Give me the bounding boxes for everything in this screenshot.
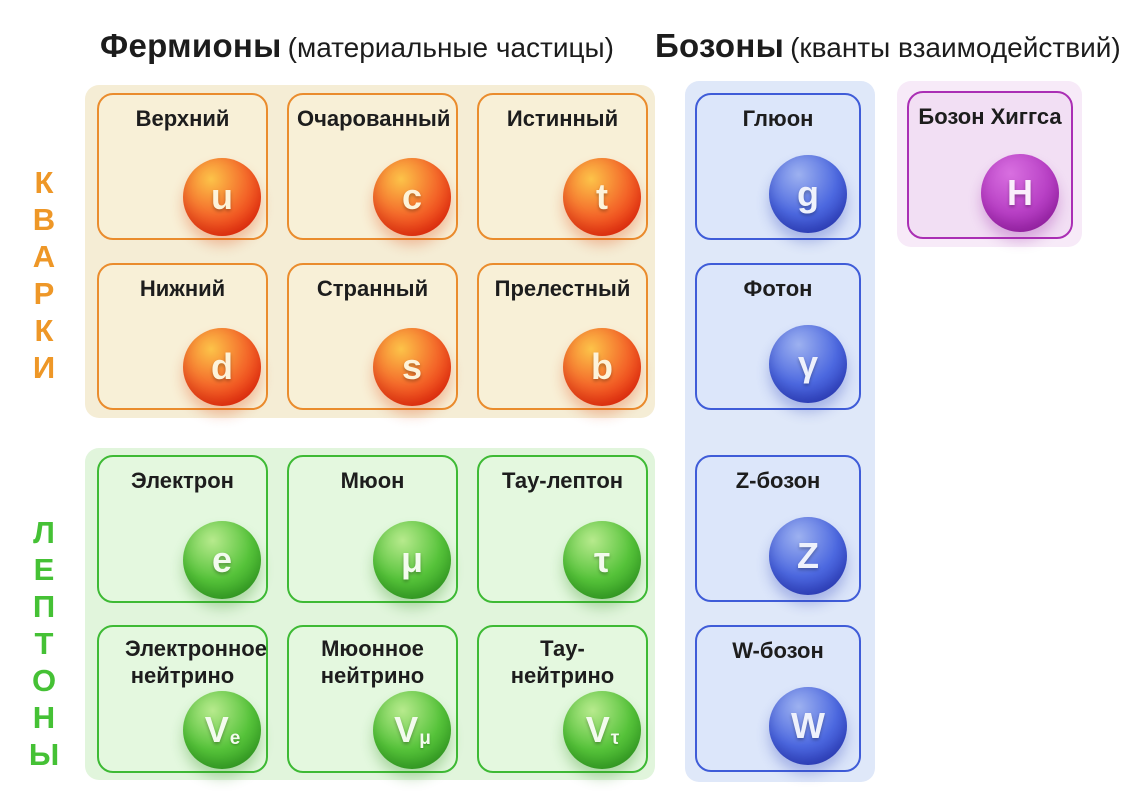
particle-symbol: g [797,173,819,214]
card-title: Прелестный [494,276,631,301]
particle-symbol: μ [400,539,424,580]
particle-symbol: γ [797,343,819,384]
particle-symbol-subscript: μ [419,728,431,749]
particle-symbol: τ [593,539,611,580]
bosons-column: Глюон g Фотон γ Z-бозон Z W-бозон W [695,93,861,772]
bosons-header-sub: (кванты взаимодействий) [790,32,1121,63]
higgs-panel: Бозон Хиггса H [897,81,1082,247]
card-title: Тау-лептон [501,468,624,493]
particle-symbol: d [211,346,233,387]
particle-sphere-e: e [183,521,261,599]
particle-sphere-s: s [373,328,451,406]
card-higgs-boson: Бозон Хиггса H [907,91,1073,239]
card-title: Странный [316,276,429,301]
bosons-header: Бозоны(кванты взаимодействий) [655,27,1121,65]
particle-symbol: t [596,176,608,217]
card-title: Нижний [139,276,226,301]
card-title: Фотон [743,276,813,301]
particle-sphere-t: t [563,158,641,236]
leptons-panel: Электрон e Мюон μ Тау-лептон τ Электронн… [85,448,655,780]
card-quark-charm: Очарованный c [287,93,458,240]
card-quark-down: Нижний d [97,263,268,410]
particle-symbol-subscript: τ [610,728,620,749]
card-boson-w: W-бозон W [695,625,861,772]
particle-sphere-w: W [769,687,847,765]
card-title: Тау-нейтрино [510,636,615,688]
card-quark-top: Истинный t [477,93,648,240]
card-title: Мюон [340,468,405,493]
particle-sphere-c: c [373,158,451,236]
particle-symbol: s [401,346,423,387]
particle-sphere-h: H [981,154,1059,232]
card-title: Бозон Хиггса [918,104,1062,129]
card-quark-bottom: Прелестный b [477,263,648,410]
card-title: Глюон [742,106,814,131]
card-quark-up: Верхний u [97,93,268,240]
particle-sphere-mu: μ [373,521,451,599]
card-title: Электронное нейтрино [125,636,267,688]
card-boson-z: Z-бозон Z [695,455,861,602]
particle-sphere-b: b [563,328,641,406]
particle-sphere-u: u [183,158,261,236]
card-lepton-tau: Тау-лептон τ [477,455,648,603]
particle-sphere-d: d [183,328,261,406]
higgs-card-wrap: Бозон Хиггса H [907,91,1073,239]
leptons-grid: Электрон e Мюон μ Тау-лептон τ Электронн… [97,455,648,773]
card-quark-strange: Странный s [287,263,458,410]
particle-symbol: W [791,705,825,746]
quarks-panel: Верхний u Очарованный c Истинный t Нижни… [85,85,655,418]
card-title: Z-бозон [735,468,821,493]
card-boson-gluon: Глюон g [695,93,861,240]
card-lepton-muon: Мюон μ [287,455,458,603]
particle-sphere-gamma: γ [769,325,847,403]
card-lepton-electron: Электрон e [97,455,268,603]
particle-sphere-tau: τ [563,521,641,599]
particle-symbol-subscript: e [229,728,241,749]
particle-symbol: V [394,709,419,750]
particle-symbol: V [204,709,229,750]
card-title: Очарованный [297,106,451,131]
particle-sphere-g: g [769,155,847,233]
card-boson-photon: Фотон γ [695,263,861,410]
card-title: W-бозон [732,638,824,663]
particle-symbol: u [211,176,233,217]
bosons-header-main: Бозоны [655,27,785,64]
particle-symbol: e [211,539,233,580]
card-title: Мюонное нейтрино [320,636,425,688]
card-title: Истинный [506,106,619,131]
particle-sphere-z: Z [769,517,847,595]
bosons-panel: Глюон g Фотон γ Z-бозон Z W-бозон W [685,81,875,782]
card-title: Верхний [135,106,230,131]
quarks-grid: Верхний u Очарованный c Истинный t Нижни… [97,93,648,410]
fermions-header-sub: (материальные частицы) [287,32,614,63]
card-title: Электрон [131,468,234,493]
fermions-header-main: Фермионы [100,27,282,64]
particle-symbol: Z [797,535,819,576]
particle-symbol: b [591,346,613,387]
fermions-header: Фермионы(материальные частицы) [72,27,642,65]
particle-symbol: c [401,176,423,217]
particle-symbol: H [1007,172,1033,213]
particle-symbol: V [585,709,610,750]
